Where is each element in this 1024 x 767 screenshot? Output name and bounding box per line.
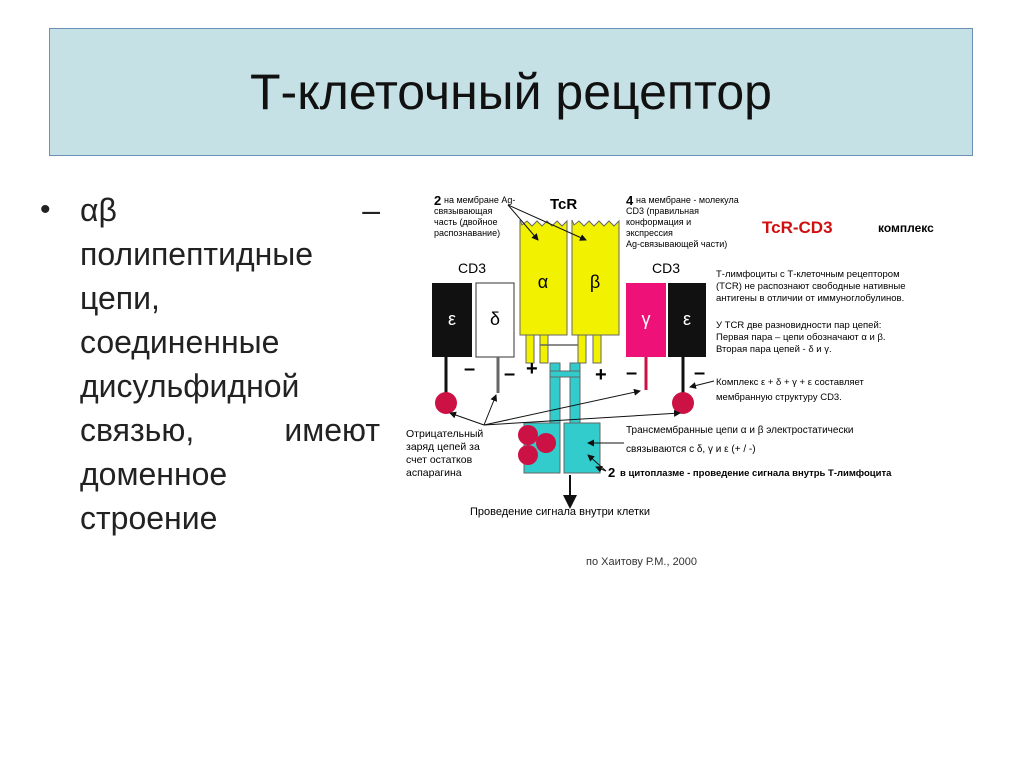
transmembrane-text: Трансмембранные цепи α и β электростатич…	[626, 424, 853, 455]
svg-text:ε: ε	[448, 309, 456, 329]
svg-text:(TCR) не распознают свободные: (TCR) не распознают свободные нативные	[716, 281, 906, 292]
epsilon-left-chain: ε	[432, 283, 472, 414]
alpha-label: α	[538, 272, 548, 292]
citation: по Хаитову Р.М., 2000	[586, 556, 697, 568]
bullet-line: цепи,	[80, 280, 160, 316]
cd3-left-label: CD3	[458, 260, 486, 276]
svg-text:Ag-связывающей части): Ag-связывающей части)	[626, 239, 727, 249]
tcr-cd3-diagram: α β + + CD3 ε δ – – CD3 γ ε	[406, 193, 934, 568]
tcr-label: TcR	[550, 196, 577, 213]
svg-text:мембранную структуру CD3.: мембранную структуру CD3.	[716, 392, 842, 403]
slide-title: Т-клеточный рецептор	[250, 64, 772, 120]
plus-sign: +	[526, 358, 538, 380]
bullet-list: • αβ– полипептидные цепи, соединенные ди…	[40, 188, 380, 540]
svg-text:4: 4	[626, 193, 634, 208]
svg-text:на мембране - молекула: на мембране - молекула	[636, 195, 739, 205]
complex-text: Комплекс ε + δ + γ + ε составляет мембра…	[716, 377, 865, 403]
svg-text:аспарагина: аспарагина	[406, 467, 462, 479]
bullet-line: αβ–	[80, 192, 380, 228]
svg-text:Комплекс ε + δ + γ + ε составл: Комплекс ε + δ + γ + ε составляет	[716, 377, 865, 388]
plus-sign: +	[595, 364, 607, 386]
cyto-text: в цитоплазме - проведение сигнала внутрь…	[620, 468, 892, 479]
svg-text:γ: γ	[642, 309, 651, 329]
minus-sign: –	[694, 362, 705, 384]
bullet-text: αβ– полипептидные цепи, соединенные дису…	[80, 188, 380, 540]
epsilon-right-chain: ε	[668, 283, 706, 414]
beta-label: β	[590, 272, 600, 292]
bullet-line: связью,имеют	[80, 412, 380, 448]
svg-text:распознавание): распознавание)	[434, 228, 500, 238]
svg-text:часть (двойное: часть (двойное	[434, 217, 497, 227]
info-text: Т-лимфоциты с Т-клеточным рецептором (TC…	[716, 269, 906, 355]
asparagine-charges	[518, 425, 556, 465]
minus-sign: –	[464, 358, 475, 380]
bullet-line: полипептидные	[80, 236, 314, 272]
bullet-line: соединенные	[80, 324, 280, 360]
bullet-line: строение	[80, 500, 218, 536]
tcr-alpha-chain: α	[519, 219, 568, 364]
gamma-chain: γ	[626, 283, 666, 390]
svg-text:связываются с δ, γ и ε (+ / -): связываются с δ, γ и ε (+ / -)	[626, 444, 756, 455]
svg-text:Первая пара – цепи обозначают: Первая пара – цепи обозначают α и β.	[716, 332, 886, 343]
signal-text: Проведение сигнала внутри клетки	[470, 506, 650, 518]
svg-text:конформация и: конформация и	[626, 217, 691, 227]
delta-chain: δ	[475, 282, 515, 393]
svg-text:счет остатков: счет остатков	[406, 454, 473, 466]
svg-text:2: 2	[434, 193, 441, 208]
svg-text:экспрессия: экспрессия	[626, 228, 673, 238]
minus-sign: –	[626, 362, 637, 384]
bullet-line: доменное	[80, 456, 228, 492]
negative-charge-text: Отрицательный заряд цепей за счет остатк…	[406, 428, 483, 479]
minus-sign: –	[504, 363, 515, 385]
svg-text:связывающая: связывающая	[434, 206, 492, 216]
svg-text:Трансмембранные цепи α и β эле: Трансмембранные цепи α и β электростатич…	[626, 424, 853, 436]
svg-text:на мембране Ag-: на мембране Ag-	[444, 195, 515, 205]
title-banner: Т-клеточный рецептор	[49, 28, 973, 156]
svg-text:CD3 (правильная: CD3 (правильная	[626, 206, 699, 216]
complex-word: комплекс	[878, 221, 934, 235]
svg-text:антигены в отличии от иммуногл: антигены в отличии от иммуноглобулинов.	[716, 293, 904, 304]
note-4-top: 4 на мембране - молекула CD3 (правильная…	[626, 193, 739, 249]
cd3-right-label: CD3	[652, 260, 680, 276]
note-2-top: 2 на мембране Ag- связывающая часть (дво…	[434, 193, 515, 238]
bullet-marker: •	[40, 193, 51, 226]
svg-text:δ: δ	[490, 309, 500, 329]
svg-text:Вторая пара цепей - δ и γ.: Вторая пара цепей - δ и γ.	[716, 344, 832, 355]
svg-text:У TCR две разновидности пар це: У TCR две разновидности пар цепей:	[716, 320, 881, 331]
svg-text:заряд цепей за: заряд цепей за	[406, 441, 480, 453]
complex-title: TcR-CD3	[762, 218, 833, 237]
svg-text:Отрицательный: Отрицательный	[406, 428, 483, 440]
tcr-beta-chain: β	[571, 219, 620, 364]
cyto-num: 2	[608, 465, 615, 480]
svg-text:ε: ε	[683, 309, 691, 329]
svg-text:Т-лимфоциты с Т-клеточным реце: Т-лимфоциты с Т-клеточным рецептором	[716, 269, 900, 280]
bullet-line: дисульфидной	[80, 368, 300, 404]
